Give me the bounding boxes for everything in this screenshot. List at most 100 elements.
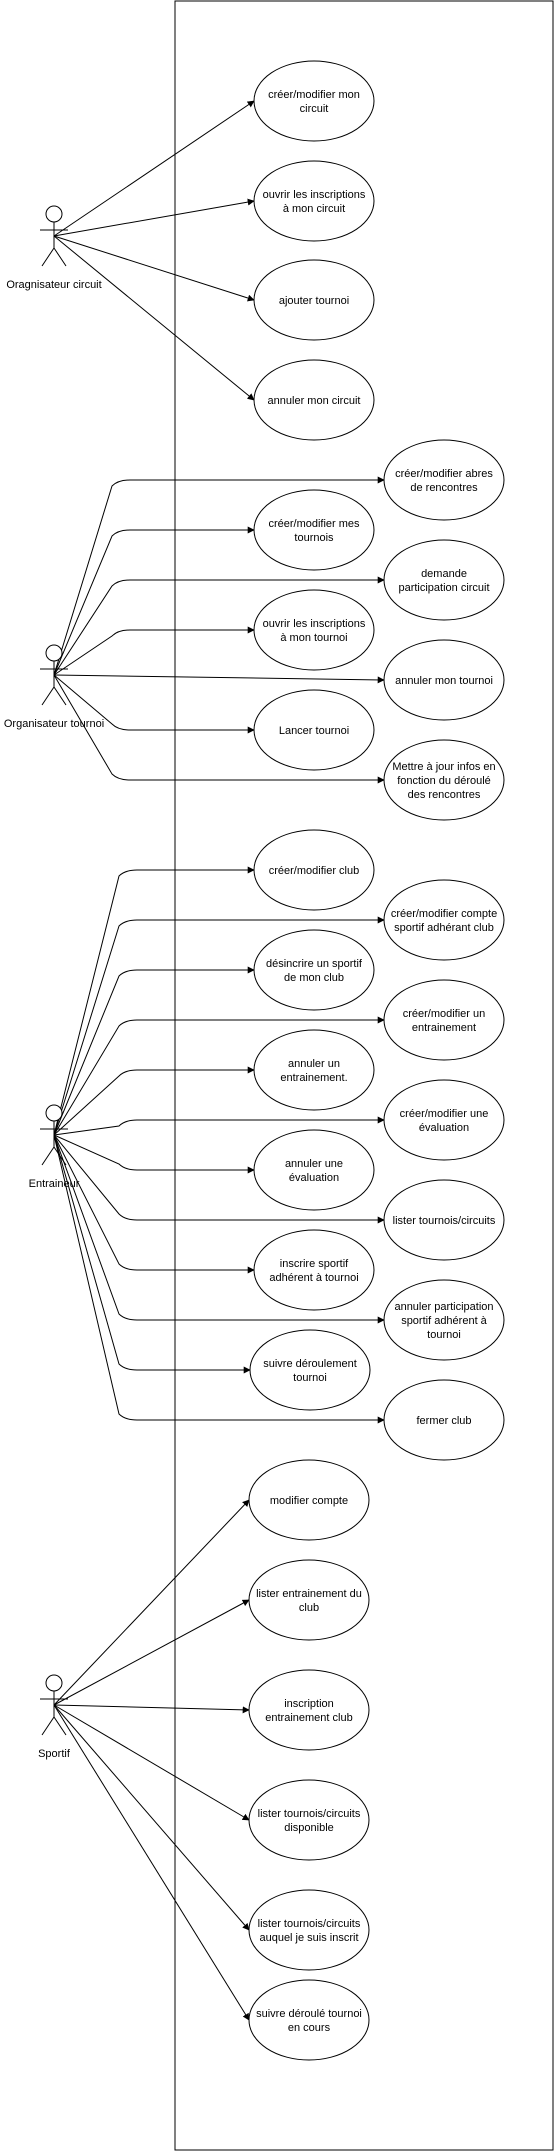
use-case-label: annuler mon circuit: [268, 395, 361, 407]
use-case[interactable]: fermer club: [383, 1379, 505, 1461]
use-case[interactable]: annuler participation sportif adhérent à t…: [383, 1279, 505, 1361]
use-case-label: ajouter tournoi: [279, 295, 349, 307]
use-case-label: fermer club: [416, 1415, 471, 1427]
use-case-ellipse: [253, 1129, 375, 1211]
use-case-label: de rencontres: [410, 482, 478, 494]
use-case[interactable]: annuler mon circuit: [253, 359, 375, 441]
association-arrow: [53, 1599, 250, 1706]
use-case-label: lister tournois/circuits: [258, 1808, 361, 1820]
association-arrow: [53, 1704, 250, 1931]
actor-head-icon: [45, 1104, 63, 1122]
use-case[interactable]: désincrire un sportif de mon club: [253, 929, 375, 1011]
actor-stick-figure: [41, 247, 55, 267]
use-case-label: annuler participation: [394, 1301, 493, 1313]
use-case[interactable]: Lancer tournoi: [253, 689, 375, 771]
actor-entraineur[interactable]: Entraineur: [29, 1104, 80, 1190]
use-case-ellipse: [248, 1559, 370, 1641]
use-case-label: sportif adhérent à: [401, 1315, 487, 1327]
use-case-label: annuler une: [285, 1158, 343, 1170]
use-case-label: suivre déroulement: [263, 1358, 357, 1370]
use-case-label: lister entrainement du: [256, 1588, 362, 1600]
actor-stick-figure: [53, 1716, 67, 1736]
use-case[interactable]: modifier compte: [248, 1459, 370, 1541]
use-case-label: de mon club: [284, 972, 344, 984]
actor-stick-figure: [41, 1146, 55, 1166]
use-case-label: à mon circuit: [283, 203, 345, 215]
use-case-ellipse: [253, 359, 375, 441]
use-case-label: entrainement: [412, 1022, 476, 1034]
actor-stick-figure: [53, 1146, 67, 1166]
use-case-label: participation circuit: [398, 582, 489, 594]
use-cases: créer/modifier mon circuit ouvrir les insc…: [248, 60, 505, 2061]
use-case[interactable]: Mettre à jour infos en fonction du déroul…: [383, 739, 505, 821]
use-case-ellipse: [253, 589, 375, 671]
use-case-label: créer/modifier mon: [268, 89, 360, 101]
association-arrow: [53, 674, 385, 684]
use-case[interactable]: créer/modifier club: [253, 829, 375, 911]
use-case-label: Mettre à jour infos en: [392, 761, 495, 773]
use-case-label: club: [299, 1602, 319, 1614]
association-arrow: [53, 476, 385, 676]
use-case-ellipse: [383, 539, 505, 621]
association-arrow: [53, 866, 255, 1136]
use-case-ellipse: [248, 1669, 370, 1751]
use-case[interactable]: lister entrainement du club: [248, 1559, 370, 1641]
use-case-label: fonction du déroulé: [397, 775, 491, 787]
use-case-ellipse: [383, 1179, 505, 1261]
association-arrow: [53, 1704, 250, 1714]
use-case-ellipse: [253, 160, 375, 242]
use-case-label: en cours: [288, 2022, 331, 2034]
use-case-ellipse: [383, 1079, 505, 1161]
actor-stick-figure: [41, 1716, 55, 1736]
actor-sportif[interactable]: Sportif: [38, 1674, 71, 1760]
use-case[interactable]: suivre déroulement tournoi: [249, 1329, 371, 1411]
use-case-ellipse: [253, 1229, 375, 1311]
actor-orga-tournoi[interactable]: Organisateur tournoi: [4, 644, 104, 730]
use-case[interactable]: annuler mon tournoi: [383, 639, 505, 721]
actor-stick-figure: [41, 686, 55, 706]
association-arrow: [53, 1704, 250, 1821]
use-case[interactable]: lister tournois/circuits: [383, 1179, 505, 1261]
actor-head-icon: [45, 1674, 63, 1692]
use-case-label: modifier compte: [270, 1495, 348, 1507]
use-case-ellipse: [248, 1979, 370, 2061]
use-case-label: créer/modifier abres: [395, 468, 493, 480]
use-case-label: circuit: [300, 103, 329, 115]
use-case-ellipse: [383, 439, 505, 521]
association-arrow: [53, 100, 255, 237]
use-case-label: demande: [421, 568, 467, 580]
use-case-label: tournoi: [427, 1329, 461, 1341]
use-case[interactable]: créer/modifier abres de rencontres: [383, 439, 505, 521]
use-case-label: adhérent à tournoi: [269, 1272, 358, 1284]
association-arrow: [53, 576, 385, 676]
use-case-label: tournois: [294, 532, 334, 544]
use-case-ellipse: [248, 1779, 370, 1861]
use-case[interactable]: créer/modifier mon circuit: [253, 60, 375, 142]
use-case-label: créer/modifier compte: [391, 908, 497, 920]
use-case[interactable]: ajouter tournoi: [253, 259, 375, 341]
association-arrow: [53, 674, 255, 734]
association-arrow: [53, 235, 255, 401]
use-case-label: créer/modifier club: [269, 865, 359, 877]
association-arrow: [53, 1704, 250, 2021]
use-case-label: désincrire un sportif: [266, 958, 363, 970]
use-case-ellipse: [383, 879, 505, 961]
actor-orga-circuit[interactable]: Oragnisateur circuit: [6, 205, 102, 291]
association-arrow: [53, 1134, 255, 1274]
use-case-label: tournoi: [293, 1372, 327, 1384]
association-arrow: [53, 674, 385, 784]
use-case[interactable]: demande participation circuit: [383, 539, 505, 621]
